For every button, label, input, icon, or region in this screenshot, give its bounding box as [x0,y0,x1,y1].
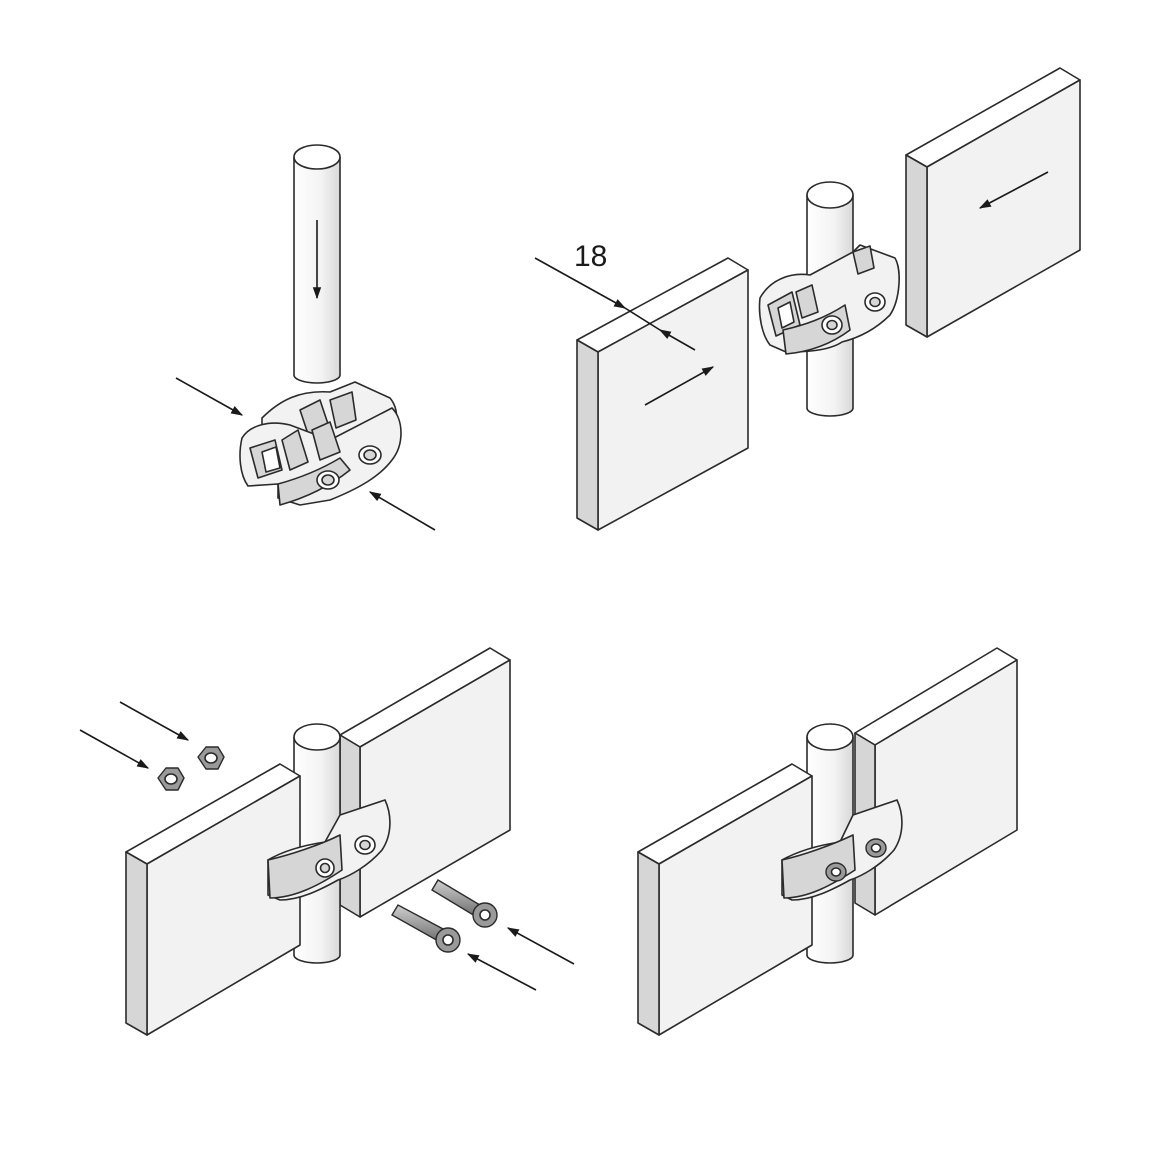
nut-left [157,767,185,791]
panel-right [905,67,1081,338]
arrow-panel-left-in [644,366,715,406]
tube-with-clamp [758,181,900,417]
clamp-part [239,381,402,506]
step-1-insert-tube [175,144,436,531]
nut-right [197,746,225,770]
panel-back [339,647,511,918]
arrow-panel-right-in [978,171,1049,209]
clamp-assembled [267,799,391,901]
panel-front [125,763,301,1036]
arrow-nut-right [119,701,190,741]
step-3-fasten-bolts [79,647,575,1036]
bolt-lower [391,904,461,953]
arrow-in-left [175,377,244,416]
dimension-18: 18 [534,240,696,351]
arrow-in-right [368,491,436,531]
clamp-assembled [781,799,903,901]
arrow-nut-left [79,729,150,769]
arrow-bolt-lower [466,953,537,991]
panel-left [576,257,749,531]
step-2-position-panels: 18 [534,67,1081,531]
arrow-bolt-upper [506,927,575,965]
panel-back [854,647,1018,916]
dimension-label: 18 [574,240,607,273]
step-4-assembled [637,647,1018,1036]
bolt-upper [431,879,498,928]
panel-front [637,763,813,1036]
